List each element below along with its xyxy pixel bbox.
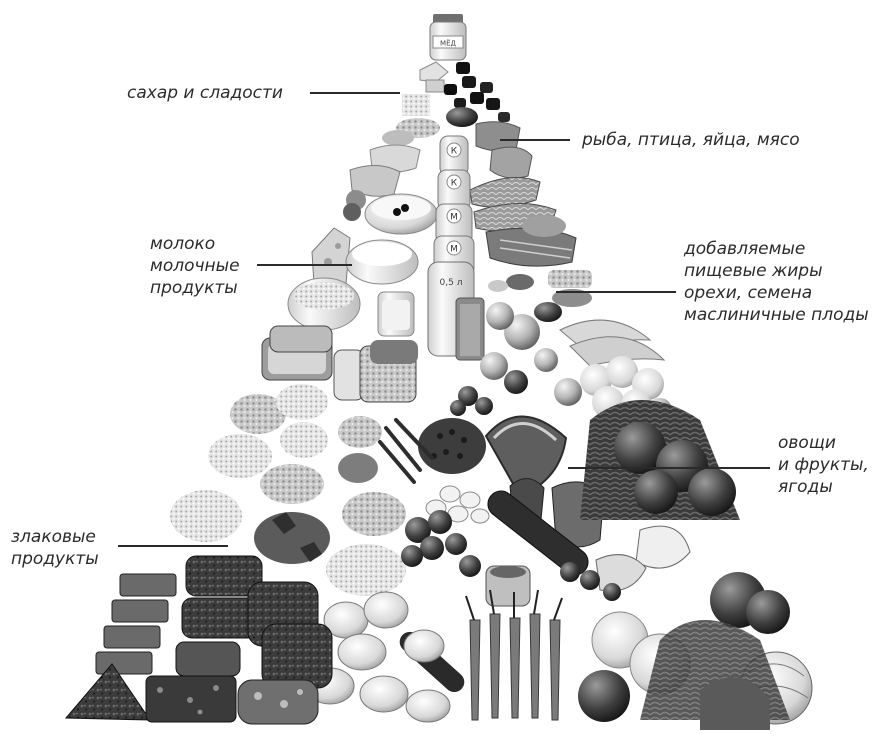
- label-fats-line-1: добавляемые: [684, 238, 869, 260]
- kefir-bottle-label-1: К: [451, 147, 458, 157]
- label-protein-line-1: рыба, птица, яйца, мясо: [582, 129, 800, 151]
- label-dairy-line-1: молоко: [150, 233, 240, 255]
- dark-bread-and-crispbread: [66, 556, 332, 724]
- label-fats-line-2: пищевые жиры: [684, 260, 869, 282]
- label-grains: злаковые продукты: [11, 526, 99, 570]
- label-vegetables-line-3: ягоды: [778, 476, 869, 498]
- label-grains-line-2: продукты: [11, 548, 99, 570]
- meat-fish-eggs-group: [470, 122, 576, 266]
- label-vegetables-line-1: овощи: [778, 432, 869, 454]
- label-sugar-sweets: сахар и сладости: [127, 82, 283, 104]
- milk-bottle-label-2: М: [450, 245, 458, 255]
- label-grains-line-1: злаковые: [11, 526, 99, 548]
- oil-bottle-label: 0,5 л: [440, 278, 463, 288]
- honey-jar: МЁД: [430, 14, 466, 60]
- carrots-and-potatoes: [306, 590, 562, 722]
- label-dairy-line-3: продукты: [150, 277, 240, 299]
- label-fats-line-4: маслиничные плоды: [684, 304, 869, 326]
- milk-bottle-label-1: М: [450, 213, 458, 223]
- label-dairy: молоко молочные продукты: [150, 233, 240, 299]
- label-vegetables-line-2: и фрукты,: [778, 454, 869, 476]
- label-vegetables-fruits: овощи и фрукты, ягоды: [778, 432, 869, 498]
- label-fats-nuts: добавляемые пищевые жиры орехи, семена м…: [684, 238, 869, 326]
- label-fish-poultry-eggs-meat: рыба, птица, яйца, мясо: [582, 129, 800, 151]
- honey-jar-label: МЁД: [440, 39, 456, 48]
- kefir-bottle-label-2: К: [451, 179, 458, 189]
- label-fats-line-3: орехи, семена: [684, 282, 869, 304]
- label-dairy-line-2: молочные: [150, 255, 240, 277]
- label-sugar-line-1: сахар и сладости: [127, 82, 283, 104]
